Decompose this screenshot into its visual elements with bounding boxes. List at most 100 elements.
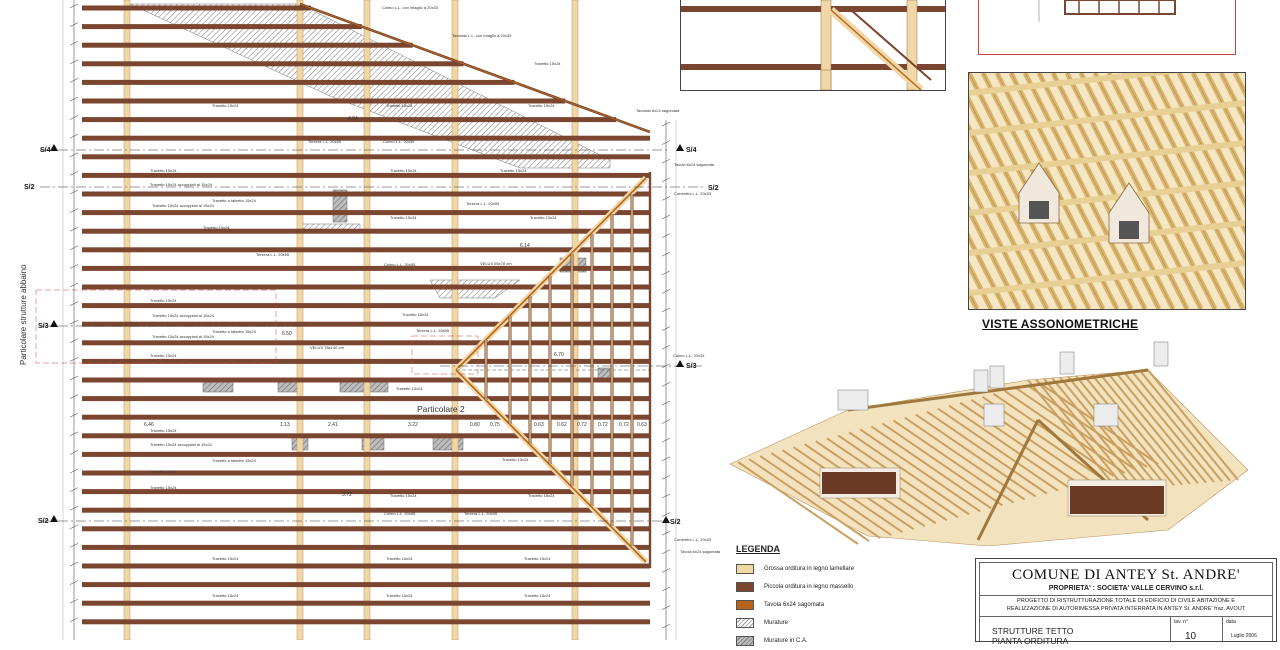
member-label: VELUX 55x78 cm [480,261,512,266]
rafter [82,340,650,346]
rafter [82,172,650,178]
iso-hip [976,419,1040,541]
iso-rafter [1099,373,1191,485]
iso-purlin [969,140,1245,176]
iso-rafter [1083,374,1175,486]
dim-tick [661,475,671,480]
glulam-beams [123,0,579,640]
dim-tick [661,512,671,517]
iso-purlin [969,73,1181,96]
member-labels: Travetto 15x24 Travetto 15x24 Travetto 1… [150,5,721,598]
rafter [82,303,650,309]
member-label: Colmo L.L. 20x33 [673,353,705,358]
section-markers: S/4 S/2 S/3 S/2 S/4 S/2 S/3 S/2 [24,144,719,526]
dim-tick [661,289,671,294]
iso-rafter [892,419,1015,504]
glulam-beam [296,0,304,640]
dim-tick [69,301,79,306]
iso-rafter [1115,372,1207,484]
jack-rafter-core [571,254,573,486]
title-block-frame: COMUNE DI ANTEY St. ANDRE' PROPRIETA' : … [979,562,1273,646]
member-label: Tavolato L.L. con intaglio a 20x33 [452,33,512,38]
iso-rafter-edge [969,237,1006,309]
rafter [82,135,650,141]
member-label: Travetto 15x24 [528,493,555,498]
dim-tick [661,623,671,629]
dim-tick [69,96,79,102]
dim-tick [661,549,671,555]
section-marker: S/2 [24,184,35,191]
glulam-beam [451,0,459,640]
dimension-label: 6.50 [282,331,292,337]
dim-tick [69,40,79,46]
iso-rafter-edge [969,127,1062,309]
member-label: Travetto 15x24 accoppiati al 15x24 [150,442,213,447]
dim-tick [661,326,671,331]
iso-rafter-edge [969,154,1048,309]
iso-purlin [969,260,1245,296]
iso-purlin [969,220,1245,256]
dim-tick [69,78,79,83]
member-label: Travetto 15x24 accoppiati al 15x24 [152,334,215,339]
rafter [82,247,650,253]
detail-panel-top-middle [680,0,946,91]
member-label: Correntini L.L. 20x33 [674,537,712,542]
rafter [82,582,650,588]
jack-rafter-core [549,276,551,464]
member-label: Travetto 15x24 [396,386,423,391]
dim-tick [661,177,671,183]
dim-tick [661,382,671,387]
member-label: Travetto 15x24 [212,103,239,108]
section-marker: S/3 [38,323,49,330]
iso-rafter [915,413,1037,498]
dim-tick [69,617,79,623]
legend-swatch [736,564,754,574]
member-label: Travetto 15x24 [150,298,177,303]
member-label: Colmo L.L. 20x55 [383,139,415,144]
member-label: Terzera L.L. 20x55 [466,201,500,206]
dim-tick [69,598,79,604]
date-label: data [1226,619,1236,625]
detail-panel-top-right [978,0,1236,55]
member-label: Tavola 6x24 sagomata [680,549,721,554]
dim-tick [69,152,79,158]
member-label: Travetto 15x24 [530,215,557,220]
rafter [82,154,650,160]
side-label: Particolare strutture abbaino [19,264,28,365]
member-label: Travetto 15x24 [386,103,413,108]
member-label: Travetto 15x24 accoppiati al 15x24 [152,203,215,208]
project-description-line: REALIZZAZIONE DI AUTORIMESSA PRIVATA INT… [1006,606,1246,612]
member-label: Tavolato 6x24 sagomata [636,108,680,113]
dim-tick [661,307,671,313]
rafter [82,265,650,271]
iso-rafter [848,431,970,516]
member-label: Travetto 15x24 [500,168,527,173]
member-label: Terzera L.L. 20x55 [256,252,290,257]
section-cut-lines [35,149,705,522]
dimension-label: 6.46 [144,422,154,428]
hip-rafters [299,2,652,568]
sheet-subtitle: PIANTA ORDITURA [992,636,1069,646]
member-label: Travetto 15x24 [203,225,230,230]
member-label: Tavola 6x24 sagomata [674,162,715,167]
dimension-label: 0.80 [470,422,480,428]
dim-tick [69,133,79,139]
rafter [82,5,311,11]
rafter [82,377,650,383]
dim-tick [69,543,79,548]
member-label: Travetto 15x24 [150,353,177,358]
isometric-view-bottom [728,340,1256,546]
dimension-label: 0.63 [534,422,544,428]
dim-tick [69,450,79,455]
dim-tick [661,251,671,257]
section-marker: S/2 [38,518,49,525]
isometric-house-render [729,341,1249,546]
legend-item: Murature [736,614,936,632]
dim-tick [661,140,671,145]
legend-label: Murature in C.A. [764,638,808,644]
dim-tick [661,437,671,443]
rafter [82,228,650,234]
rafters [82,5,650,625]
legend-swatch [736,636,754,646]
iso-rafter-edge [969,182,1034,309]
